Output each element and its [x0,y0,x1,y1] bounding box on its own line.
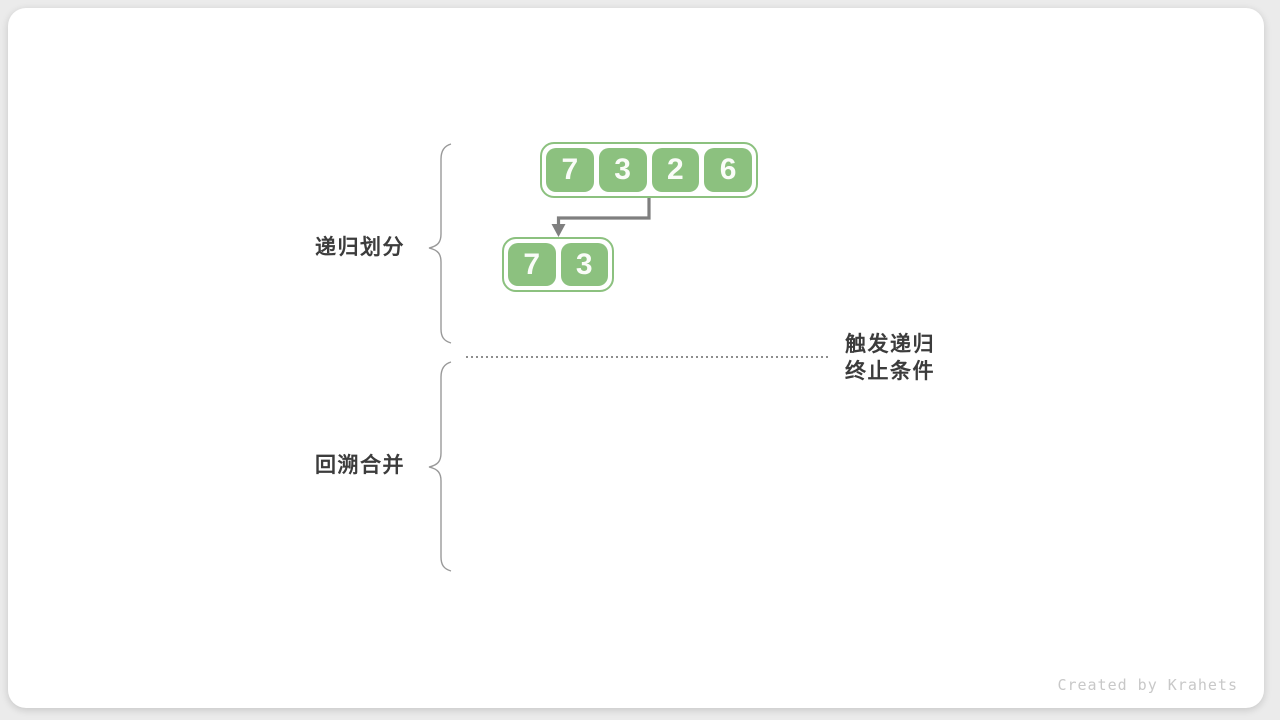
watermark: Created by Krahets [1057,676,1238,694]
label-termination-condition: 触发递归 终止条件 [845,331,935,385]
label-termination-line2: 终止条件 [845,360,935,383]
array-level-1: 7 3 2 6 [540,142,758,198]
label-backtrack-merge: 回溯合并 [315,454,405,477]
array-level-2: 7 3 [502,237,614,292]
diagram-canvas [8,8,1264,708]
array-cell: 3 [598,148,647,192]
array-cell: 2 [651,148,700,192]
array-cell: 7 [508,243,556,286]
array-cell: 7 [546,148,594,192]
label-termination-line1: 触发递归 [845,333,935,356]
array-cell: 3 [560,243,608,286]
label-recursive-divide: 递归划分 [315,236,405,259]
array-cell: 6 [704,148,752,192]
